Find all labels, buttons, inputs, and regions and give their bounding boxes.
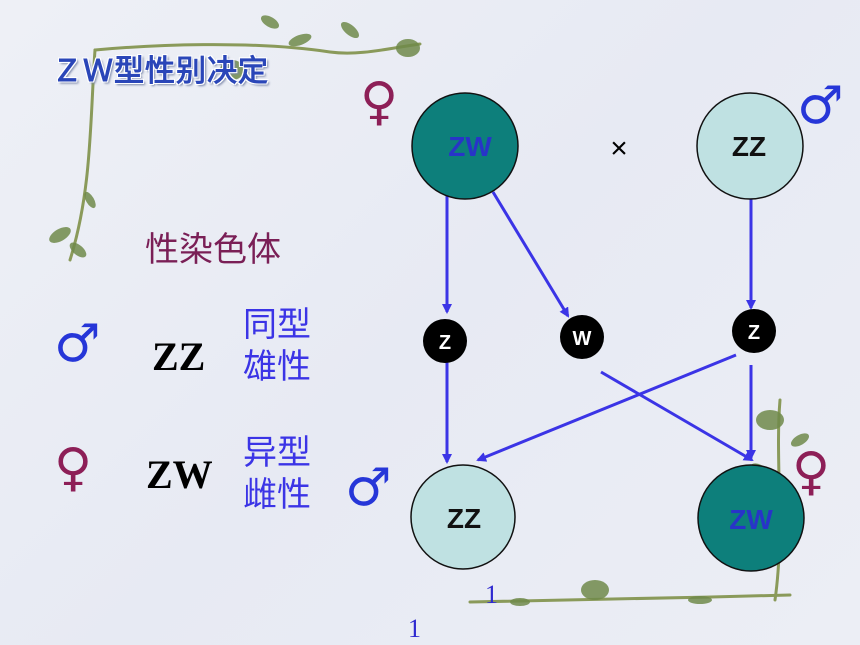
parent-female-symbol: ♀	[360, 72, 399, 132]
legend-female-type: 异型	[243, 433, 311, 473]
arrow-z2-to-zz	[476, 353, 737, 462]
gamete-z-right-label: Z	[748, 322, 760, 344]
offspring-male-circle	[410, 464, 516, 570]
offspring-male-genotype: ZZ	[447, 503, 481, 534]
sex-chromosome-label: 性染色体	[145, 230, 281, 270]
arrow-w-to-zw	[600, 370, 754, 462]
gamete-z-left-label: Z	[439, 332, 451, 354]
legend-female-symbol: ♀	[54, 438, 93, 498]
legend-female-genotype: ZW	[146, 452, 213, 497]
parent-male-symbol: ♂	[797, 76, 844, 136]
gamete-w	[560, 315, 604, 359]
legend-female-description: 异型 雌性	[243, 432, 311, 516]
legend-male-type: 同型	[243, 305, 311, 345]
cross-symbol: ×	[610, 132, 628, 165]
arrow-female-to-w	[491, 191, 570, 318]
page-number-lower: 1	[408, 614, 421, 643]
legend-male-genotype: ZZ	[152, 334, 206, 379]
parent-male-circle	[696, 92, 804, 200]
legend-male-sex: 雄性	[243, 347, 311, 387]
offspring-female-circle	[697, 464, 805, 572]
gamete-z-left	[423, 319, 467, 363]
parent-female-genotype: ZW	[448, 131, 492, 162]
parent-female-circle	[411, 92, 519, 200]
parent-male-genotype: ZZ	[732, 131, 766, 162]
slide-title: ＺＷ型性别决定	[52, 54, 269, 89]
offspring-female-genotype: ZW	[729, 504, 773, 535]
legend-female-sex: 雌性	[243, 475, 311, 515]
offspring-male-symbol: ♂	[345, 458, 392, 518]
gamete-w-label: W	[573, 328, 592, 350]
offspring-female-symbol: ♀	[792, 442, 831, 502]
page-number-upper: 1	[485, 580, 498, 609]
gamete-z-right	[732, 309, 776, 353]
legend-male-description: 同型 雄性	[243, 304, 311, 388]
legend-male-symbol: ♂	[54, 314, 101, 374]
